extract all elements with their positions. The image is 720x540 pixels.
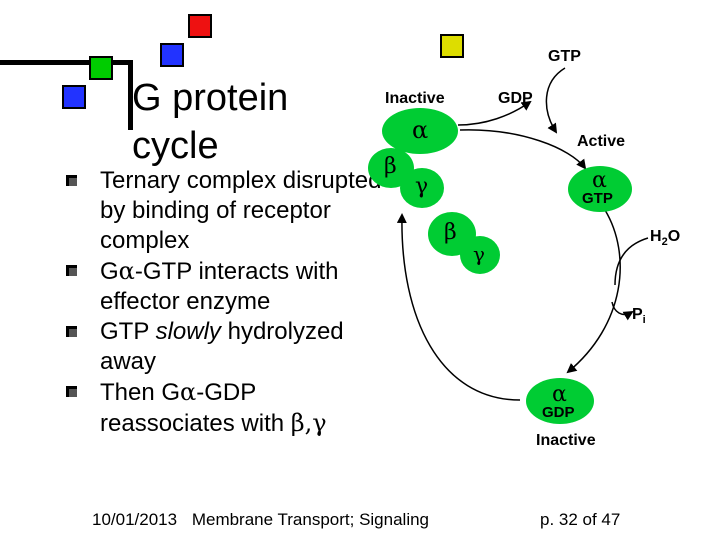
decor-square-green (89, 56, 113, 80)
gamma-subunit-mid: γ (460, 236, 500, 274)
bullet-item: Gα-GTP interacts with effector enzyme (52, 256, 392, 317)
arrow-active-curve (459, 129, 587, 170)
alpha-subunit-inactive: α (382, 108, 458, 154)
greek-alpha: α (118, 257, 135, 285)
bullet-emphasis: slowly (155, 318, 221, 345)
decor-line-horizontal (0, 60, 130, 65)
arrow-h2o-in (614, 237, 649, 286)
arrow-pi-out (611, 301, 634, 321)
gtp-in-alpha: GTP (582, 190, 613, 207)
decor-square-red (188, 14, 212, 38)
bullet-list: Ternary complex disrupted by binding of … (52, 166, 392, 439)
label-active: Active (577, 133, 626, 150)
bullet-text: Then G (100, 379, 181, 406)
greek-alpha: α (180, 378, 197, 406)
footer-title: Membrane Transport; Signaling (191, 510, 430, 529)
beta-label: β (384, 154, 397, 179)
bullet-item: GTP slowly hydrolyzed away (52, 317, 392, 377)
bullet-text: GTP (100, 318, 156, 345)
gamma-label: γ (473, 242, 485, 266)
slide-title-line1: G protein (132, 77, 289, 119)
footer-date: 10/01/2013 (92, 510, 178, 529)
label-inactive-top: Inactive (385, 90, 445, 107)
label-h2o-o: O (667, 228, 681, 245)
label-pi: Pi (632, 306, 646, 326)
label-h2o: H2O (650, 228, 680, 248)
bullet-marker-icon (66, 175, 77, 186)
decor-line-vertical (128, 60, 133, 130)
gamma-label: γ (415, 174, 429, 199)
bullet-marker-icon (66, 386, 77, 397)
bullet-text: -GTP interacts with effector enzyme (100, 258, 339, 315)
decor-square-yellow (440, 34, 464, 58)
bullet-item: Ternary complex disrupted by binding of … (52, 166, 392, 256)
footer-left: 10/01/2013 Membrane Transport; Signaling (92, 510, 429, 530)
alpha-subunit-active: α GTP (568, 166, 632, 212)
label-pi-p: P (632, 306, 643, 323)
arrow-hydrolysis (566, 209, 621, 374)
slide-title: G protein cycle (132, 74, 288, 170)
label-h2o-h: H (650, 228, 662, 245)
label-gdp-top: GDP (498, 90, 533, 107)
bullet-text: Ternary complex disrupted by binding of … (100, 167, 382, 254)
footer-page: p. 32 of 47 (540, 510, 621, 529)
bullet-item: Then Gα-GDP reassociates with β,γ (52, 377, 392, 439)
arrow-gdp-out (457, 100, 532, 126)
bullet-marker-icon (66, 265, 77, 276)
bullet-text: G (100, 258, 119, 285)
label-gtp-top: GTP (548, 48, 581, 65)
slide-title-line2: cycle (132, 125, 219, 167)
arrow-reassociation (396, 213, 521, 401)
decor-square-blue (160, 43, 184, 67)
beta-label: β (444, 220, 457, 245)
alpha-subunit-inactive-bottom: α GDP (526, 378, 594, 424)
decor-square-blue-left (62, 85, 86, 109)
alpha-label: α (412, 116, 429, 144)
greek-beta-gamma: β,γ (290, 409, 327, 437)
gamma-subunit-top: γ (400, 168, 444, 208)
alpha-label: α (592, 168, 607, 193)
bullet-text: hydrolyzed away (100, 318, 344, 375)
label-inactive-bottom: Inactive (536, 432, 596, 449)
bullet-text: -GDP reassociates with (100, 379, 291, 437)
bullet-marker-icon (66, 326, 77, 337)
label-pi-sub: i (642, 314, 646, 327)
alpha-label: α (552, 382, 567, 407)
gdp-in-alpha: GDP (542, 404, 575, 421)
label-h2o-sub: 2 (661, 236, 668, 249)
arrow-gtp-in (545, 67, 566, 134)
